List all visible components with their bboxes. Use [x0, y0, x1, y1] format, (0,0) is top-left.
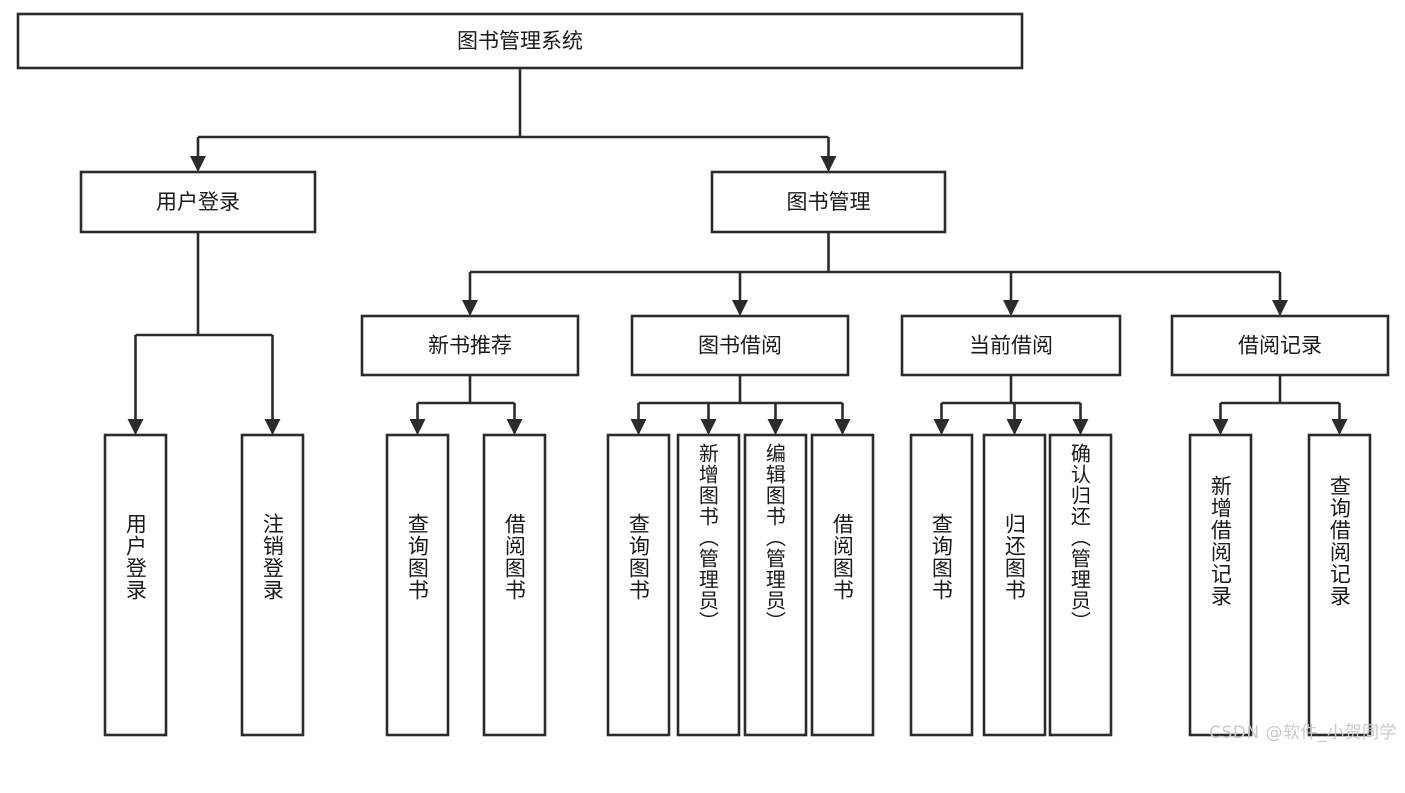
arrow-head-icon [834, 419, 851, 435]
node-label-l2-0: 用户登录 [156, 190, 240, 214]
arrow-head-icon [732, 300, 748, 316]
arrow-head-icon [409, 419, 426, 435]
node-label-l3-2: 当前借阅 [969, 334, 1053, 358]
node-用户登录-l2-0[interactable] [79, 170, 317, 234]
arrow-head-icon [820, 156, 837, 172]
node-新书推荐-l3-0[interactable] [360, 314, 580, 377]
node-借阅图书-leaf-7[interactable] [810, 433, 875, 737]
node-注销登录-leaf-1[interactable] [240, 433, 305, 737]
arrow-head-icon [264, 419, 281, 435]
diagram-canvas: 图书管理系统用户登录图书管理新书推荐图书借阅当前借阅借阅记录 用户登录注销登录查… [16, 12, 1397, 743]
node-查询图书-leaf-2[interactable] [385, 433, 450, 737]
node-确认归还管理员-leaf-10[interactable] [1048, 433, 1113, 737]
node-图书管理系统-root[interactable] [16, 12, 1024, 70]
node-label-l3-3: 借阅记录 [1238, 334, 1322, 358]
arrow-head-icon [506, 419, 523, 435]
arrow-head-icon [933, 419, 950, 435]
node-查询借阅记录-leaf-12[interactable] [1307, 433, 1372, 737]
watermark-text: CSDN @软件_小贺同学 [1209, 723, 1397, 743]
node-编辑图书管理员-leaf-6[interactable] [743, 433, 808, 737]
node-归还图书-leaf-9[interactable] [982, 433, 1047, 737]
node-label-l2-1: 图书管理 [787, 190, 871, 214]
node-借阅记录-l3-3[interactable] [1170, 314, 1390, 377]
node-当前借阅-l3-2[interactable] [900, 314, 1122, 377]
node-label-root: 图书管理系统 [457, 29, 583, 53]
node-label-l3-1: 图书借阅 [698, 334, 782, 358]
arrow-head-icon [700, 419, 717, 435]
node-查询图书-leaf-4[interactable] [606, 433, 671, 737]
node-新增借阅记录-leaf-11[interactable] [1188, 433, 1253, 737]
arrow-head-icon [1272, 300, 1288, 316]
node-新增图书管理员-leaf-5[interactable] [676, 433, 741, 737]
connectors-layer [127, 68, 1348, 435]
node-label-l3-0: 新书推荐 [428, 334, 512, 358]
arrow-head-icon [767, 419, 784, 435]
node-图书管理-l2-1[interactable] [710, 170, 947, 234]
arrow-head-icon [1006, 419, 1023, 435]
arrow-head-icon [630, 419, 647, 435]
node-用户登录-leaf-0[interactable] [103, 433, 168, 737]
arrow-head-icon [190, 156, 206, 172]
arrow-head-icon [1331, 419, 1348, 435]
node-图书借阅-l3-1[interactable] [630, 314, 850, 377]
arrow-head-icon [1212, 419, 1229, 435]
node-查询图书-leaf-8[interactable] [909, 433, 974, 737]
node-借阅图书-leaf-3[interactable] [482, 433, 547, 737]
arrow-head-icon [1072, 419, 1089, 435]
arrow-head-icon [462, 300, 478, 316]
arrow-head-icon [1003, 300, 1019, 316]
arrow-head-icon [127, 419, 144, 435]
